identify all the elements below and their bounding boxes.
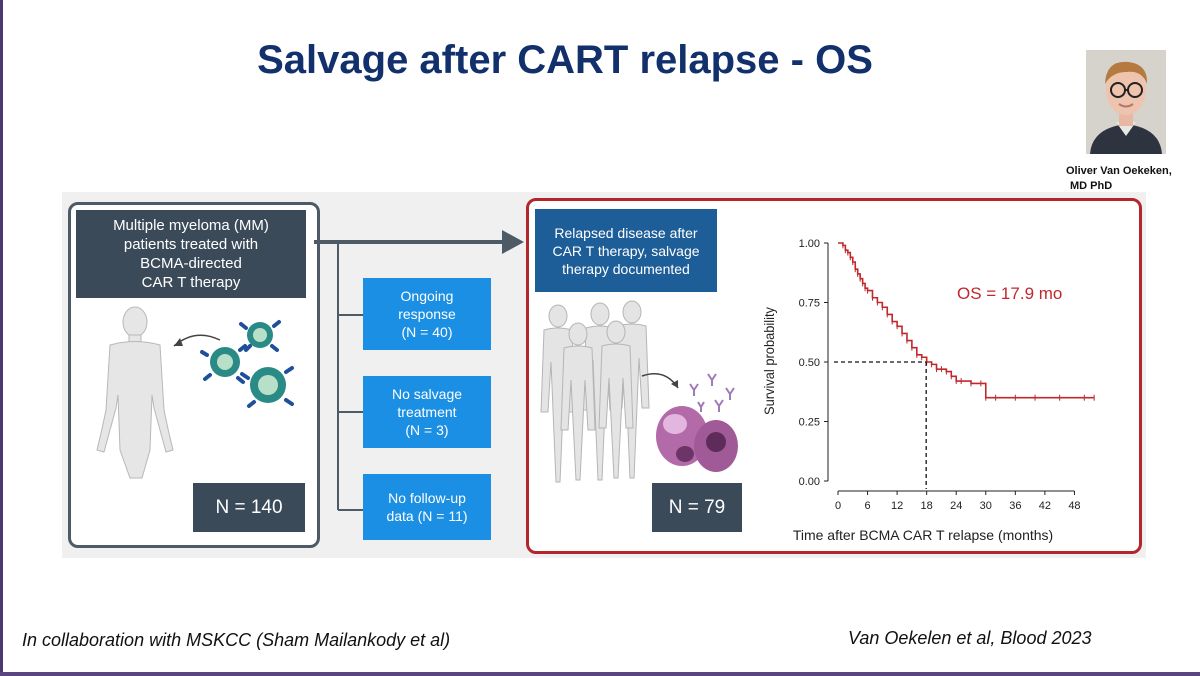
collaboration-note: In collaboration with MSKCC (Sham Mailan… [22, 630, 451, 650]
survival-chart: 0.00 0.25 0.50 0.75 1.00 0 6 12 18 24 30 36 42 48 OS … [762, 238, 1095, 543]
chart-axes [827, 243, 1075, 492]
x-tick-label: 24 [950, 500, 962, 512]
relapsed-count-badge: N = 79 [652, 483, 742, 532]
x-tick-label: 30 [980, 500, 992, 512]
x-tick-label: 6 [864, 500, 870, 512]
x-tick-label: 48 [1068, 500, 1080, 512]
branch-line: Ongoing [400, 288, 454, 304]
branch-line: data (N = 11) [386, 508, 468, 524]
relapsed-box-header: Relapsed disease after CAR T therapy, sa… [535, 209, 717, 292]
car-t-cell-icon [210, 322, 286, 403]
myeloma-cell-icon [656, 406, 738, 472]
branch-no-follow-up: No follow-up data (N = 11) [363, 474, 491, 540]
x-tick-label: 12 [891, 500, 903, 512]
speaker-portrait-icon [1086, 50, 1166, 154]
branch-ongoing-response: Ongoing response (N = 40) [363, 278, 491, 350]
relapsed-header-line: CAR T therapy, salvage [552, 242, 700, 259]
relapsed-patients-illustration [540, 300, 738, 483]
flow-connectors [314, 230, 524, 511]
patient-body-illustration [96, 306, 294, 479]
median-guide-lines [834, 361, 927, 489]
y-tick-label: 0.25 [799, 417, 820, 429]
branch-line: (N = 3) [405, 422, 449, 438]
y-axis-label: Survival probability [762, 307, 778, 415]
branch-line: (N = 40) [401, 324, 453, 340]
patients-box-header: Multiple myeloma (MM) patients treated w… [76, 210, 306, 298]
survival-curve [838, 242, 1095, 399]
speaker-name-caption: Oliver Van Oekeken, MD PhD [1066, 164, 1196, 194]
patients-header-line: Multiple myeloma (MM) [113, 217, 269, 234]
x-tick-label: 0 [835, 500, 841, 512]
patients-count-badge: N = 140 [193, 483, 305, 532]
branch-line: No salvage [391, 386, 463, 402]
relapsed-header-line: Relapsed disease after [554, 224, 698, 241]
x-tick-label: 42 [1039, 500, 1051, 512]
x-tick-label: 36 [1009, 500, 1021, 512]
os-annotation: OS = 17.9 mo [957, 284, 1062, 303]
slide-title: Salvage after CART relapse - OS [257, 38, 873, 82]
branch-line: response [398, 306, 456, 322]
patients-header-line: patients treated with [123, 236, 259, 253]
branch-line: treatment [397, 404, 457, 420]
x-axis-label: Time after BCMA CAR T relapse (months) [793, 527, 1053, 543]
citation: Van Oekelen et al, Blood 2023 [848, 628, 1092, 648]
antibody-icons [689, 373, 735, 412]
censor-marks [842, 242, 1095, 401]
patients-header-line: CAR T therapy [141, 274, 241, 291]
y-tick-label: 0.00 [799, 476, 820, 488]
branch-no-salvage: No salvage treatment (N = 3) [363, 376, 491, 448]
branch-line: No follow-up [388, 490, 466, 506]
y-tick-label: 0.75 [799, 298, 820, 310]
x-tick-label: 18 [921, 500, 933, 512]
chart-ticks: 0.00 0.25 0.50 0.75 1.00 0 6 12 18 24 30 36 42 48 [799, 238, 1081, 512]
speaker-name: Oliver Van Oekeken, [1066, 165, 1172, 177]
left-accent-rule [0, 0, 3, 676]
y-tick-label: 1.00 [799, 238, 820, 250]
speaker-photo [1086, 50, 1166, 154]
y-tick-label: 0.50 [799, 357, 820, 369]
speaker-degree: MD PhD [1070, 180, 1113, 192]
relapsed-header-line: therapy documented [562, 260, 690, 277]
patients-header-line: BCMA-directed [140, 255, 242, 272]
bottom-accent-rule [0, 672, 1200, 676]
